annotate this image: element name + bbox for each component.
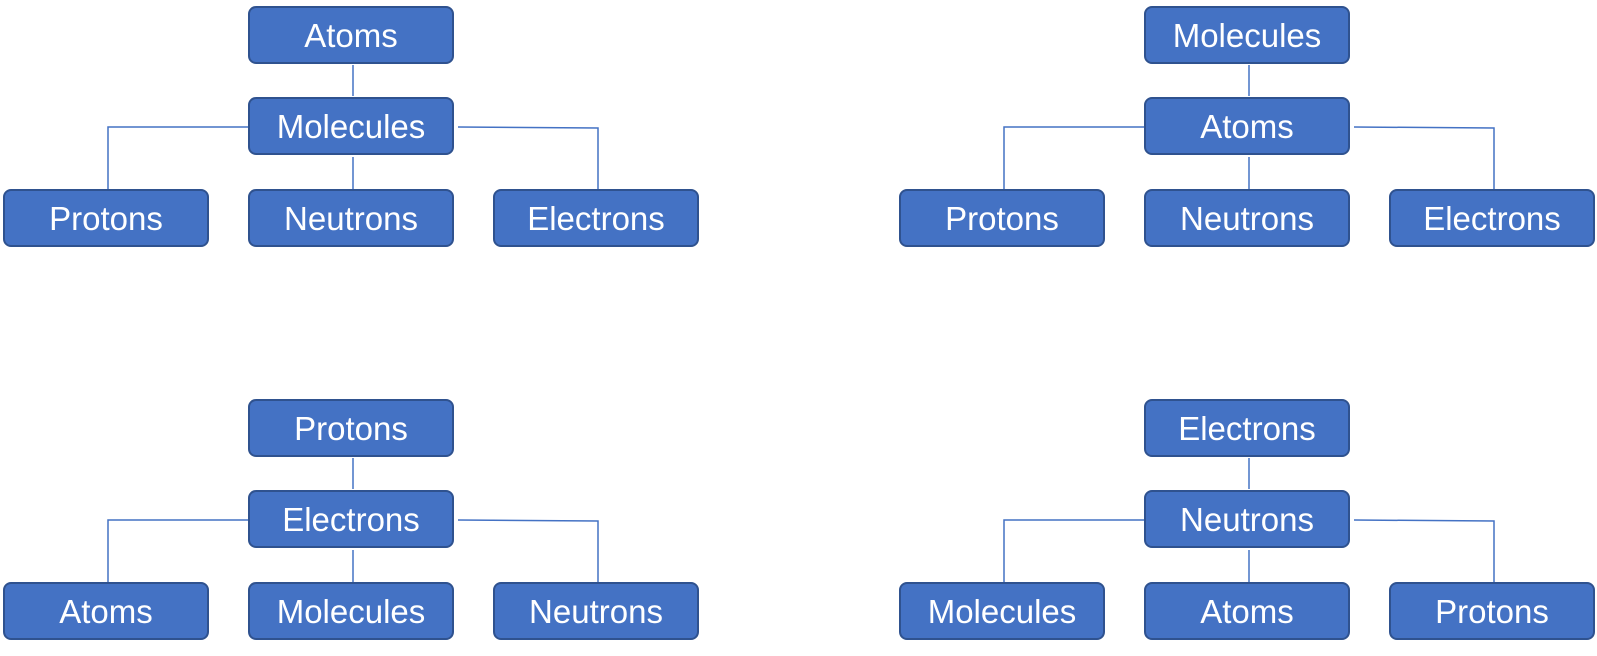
child-node-left: Protons: [899, 189, 1105, 247]
child-node-left: Molecules: [899, 582, 1105, 640]
connector-middle-right-child: [457, 126, 599, 189]
middle-node: Molecules: [248, 97, 454, 155]
child-node-right: Protons: [1389, 582, 1595, 640]
root-node: Molecules: [1144, 6, 1350, 64]
connectors-diagram-3: [107, 458, 599, 582]
connector-middle-left-child: [107, 519, 248, 582]
connector-middle-right-child: [1353, 519, 1495, 582]
child-node-center: Neutrons: [1144, 189, 1350, 247]
connector-middle-left-child: [1003, 126, 1144, 189]
child-node-right: Electrons: [493, 189, 699, 247]
root-node: Electrons: [1144, 399, 1350, 457]
connectors-diagram-2: [1003, 65, 1495, 189]
connector-middle-right-child: [1353, 126, 1495, 189]
connector-middle-left-child: [107, 126, 248, 189]
child-node-left: Protons: [3, 189, 209, 247]
connector-middle-right-child: [457, 519, 599, 582]
child-node-right: Neutrons: [493, 582, 699, 640]
connector-middle-left-child: [1003, 519, 1144, 582]
root-node: Protons: [248, 399, 454, 457]
child-node-center: Neutrons: [248, 189, 454, 247]
connectors-diagram-4: [1003, 458, 1495, 582]
child-node-left: Atoms: [3, 582, 209, 640]
child-node-right: Electrons: [1389, 189, 1595, 247]
child-node-center: Molecules: [248, 582, 454, 640]
middle-node: Neutrons: [1144, 490, 1350, 548]
middle-node: Electrons: [248, 490, 454, 548]
root-node: Atoms: [248, 6, 454, 64]
connectors-diagram-1: [107, 65, 599, 189]
child-node-center: Atoms: [1144, 582, 1350, 640]
middle-node: Atoms: [1144, 97, 1350, 155]
